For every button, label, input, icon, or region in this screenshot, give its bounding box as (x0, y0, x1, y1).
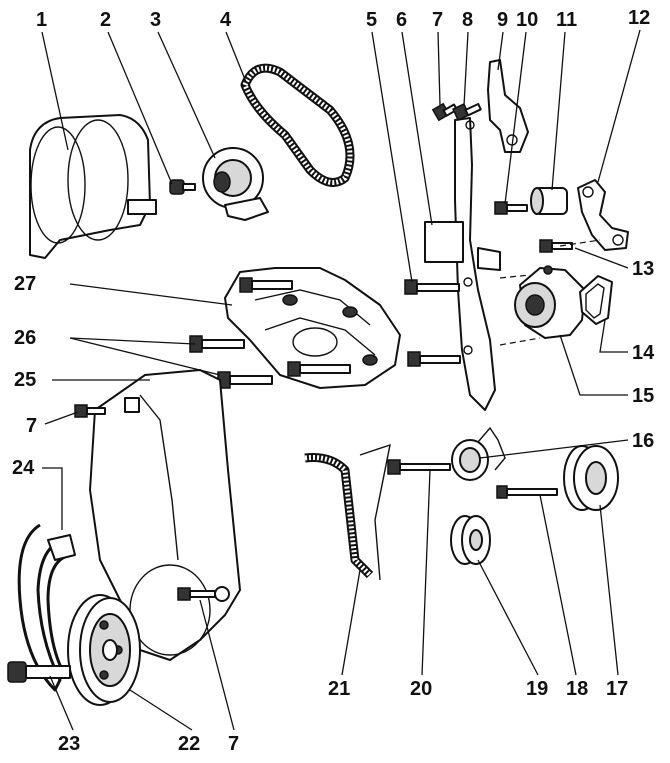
label-3: 3 (150, 9, 161, 31)
label-16: 16 (632, 430, 654, 452)
bolt-7-bottom (177, 586, 230, 602)
pump-bolt (539, 239, 573, 253)
bracket-arm (577, 179, 629, 251)
label-19: 19 (526, 678, 548, 700)
idler-pulley-bolt (387, 459, 451, 475)
tensioner-bolt (169, 179, 196, 195)
label-18: 18 (566, 678, 588, 700)
label-14: 14 (632, 342, 655, 364)
label-25: 25 (14, 369, 36, 391)
label-6: 6 (396, 9, 407, 31)
label-11: 11 (556, 9, 577, 31)
bracket-bolt-upper (189, 335, 245, 353)
label-8: 8 (462, 9, 473, 31)
rear-cover-bolt-upper (404, 279, 460, 295)
label-22: 22 (178, 733, 200, 755)
label-4: 4 (220, 9, 232, 31)
rear-timing-cover (424, 117, 501, 411)
label-12: 12 (628, 7, 650, 29)
spacer-sleeve (530, 187, 568, 215)
label-20: 20 (410, 678, 432, 700)
idler-pulley (451, 426, 506, 481)
sprocket-bolt (496, 485, 558, 499)
label-5: 5 (366, 9, 377, 31)
camshaft-sprocket (563, 445, 619, 511)
crankshaft-sprocket (450, 515, 491, 565)
coolant-pump (514, 265, 586, 339)
timing-belt-lower (304, 443, 391, 581)
bolt-7-left (74, 404, 106, 418)
bracket-bolt-lower (217, 371, 273, 389)
bolt-7-top (431, 102, 458, 122)
label-1: 1 (36, 9, 47, 31)
upper-timing-belt-cover (29, 114, 157, 259)
label-27: 27 (14, 273, 36, 295)
label-13: 13 (632, 258, 654, 280)
label-9: 9 (497, 9, 508, 31)
rear-cover-bolt-lower (407, 351, 461, 367)
label-23: 23 (58, 733, 80, 755)
label-2: 2 (100, 9, 111, 31)
support-bracket (487, 59, 529, 153)
tensioner-roller (202, 147, 269, 221)
bracket-bolt-top (239, 277, 293, 293)
crankshaft-pulley (67, 594, 141, 706)
idler-bolt (494, 201, 528, 215)
v-ribbed-belt (17, 523, 76, 692)
leader-lines (41, 29, 641, 731)
pulley-bolt (7, 661, 71, 683)
label-10: 10 (516, 9, 538, 31)
label-7-top: 7 (432, 9, 443, 31)
timing-belt-upper (240, 63, 355, 187)
bolt-8-top (452, 102, 482, 121)
part-number-labels: 1 2 3 4 5 6 7 8 9 10 11 12 13 14 15 16 1… (12, 7, 655, 755)
label-15: 15 (632, 385, 654, 407)
label-21: 21 (328, 678, 350, 700)
label-7-bottom: 7 (228, 733, 239, 755)
label-26: 26 (14, 327, 36, 349)
pump-gasket (579, 275, 613, 325)
label-7-left: 7 (26, 415, 37, 437)
bracket-bolt-right (287, 361, 351, 377)
label-24: 24 (12, 457, 35, 479)
mounting-bracket (224, 267, 401, 389)
label-17: 17 (606, 678, 628, 700)
